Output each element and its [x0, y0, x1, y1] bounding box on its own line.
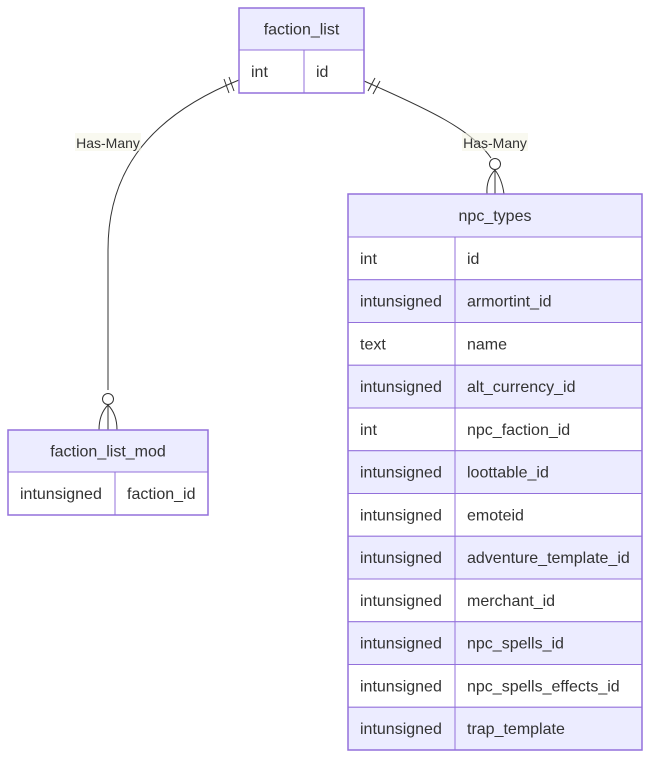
attribute-row: [347, 364, 643, 409]
crowsfoot-marker: [98, 404, 118, 431]
attribute-row: [347, 664, 643, 708]
attribute-name: alt_currency_id: [467, 379, 576, 396]
crowsfoot-marker: [486, 169, 505, 195]
attribute-type: int: [360, 422, 377, 439]
attribute-name: merchant_id: [467, 593, 555, 610]
attribute-type: intunsigned: [360, 379, 442, 396]
attribute-row: [347, 450, 643, 494]
attribute-row: [347, 578, 643, 623]
relationship-label-text: Has-Many: [76, 135, 140, 151]
attribute-row: [347, 279, 643, 323]
attribute-name: npc_spells_effects_id: [467, 678, 620, 695]
attribute-type: intunsigned: [360, 507, 442, 524]
attribute-type: int: [251, 64, 268, 81]
relationship-labels: Has-Many Has-Many: [75, 133, 528, 151]
entity-border: [238, 7, 365, 94]
attribute-type: intunsigned: [360, 593, 442, 610]
attribute-name: id: [467, 251, 479, 268]
attribute-name: id: [316, 64, 328, 81]
attribute-type: intunsigned: [20, 486, 102, 503]
entity-title: faction_list: [264, 22, 340, 39]
attribute-type: intunsigned: [360, 721, 442, 738]
entity-faction-list-mod: faction_list_mod intunsigned faction_id: [7, 429, 209, 516]
attribute-name: emoteid: [467, 507, 524, 524]
attribute-row: [347, 706, 643, 751]
attribute-name: name: [467, 336, 507, 353]
label-background: [75, 133, 141, 151]
attribute-name: npc_spells_id: [467, 636, 564, 653]
entity-border: [347, 193, 643, 751]
attribute-type: int: [360, 251, 377, 268]
relationship-line-faction-list-mod: [107, 79, 240, 390]
one-mandatory-marker: [223, 78, 230, 94]
entity-title: faction_list_mod: [50, 444, 166, 461]
attribute-type: intunsigned: [360, 678, 442, 695]
zero-or-more-circle: [489, 158, 501, 170]
label-background: [462, 133, 528, 151]
attribute-name: trap_template: [467, 721, 565, 738]
attribute-name: adventure_template_id: [467, 550, 630, 567]
entity-title: npc_types: [459, 208, 532, 225]
one-mandatory-marker: [367, 77, 376, 92]
one-mandatory-marker: [372, 80, 381, 95]
attribute-name: npc_faction_id: [467, 422, 570, 439]
attribute-type: intunsigned: [360, 294, 442, 311]
attribute-name: faction_id: [127, 486, 196, 503]
attribute-type: intunsigned: [360, 550, 442, 567]
attribute-type: intunsigned: [360, 465, 442, 482]
relationship-label: Has-Many: [462, 133, 528, 151]
attribute-type: intunsigned: [360, 636, 442, 653]
attribute-row: [347, 236, 643, 281]
attribute-type: text: [360, 336, 386, 353]
attribute-name: loottable_id: [467, 465, 549, 482]
attribute-row: [347, 493, 643, 537]
attribute-row: [347, 322, 643, 366]
relationship-label-text: Has-Many: [463, 135, 527, 151]
entity-border: [7, 429, 209, 516]
attribute-name: armortint_id: [467, 294, 551, 311]
relationship-label: Has-Many: [75, 133, 141, 151]
zero-or-more-circle: [102, 393, 114, 405]
one-mandatory-marker: [228, 76, 235, 92]
